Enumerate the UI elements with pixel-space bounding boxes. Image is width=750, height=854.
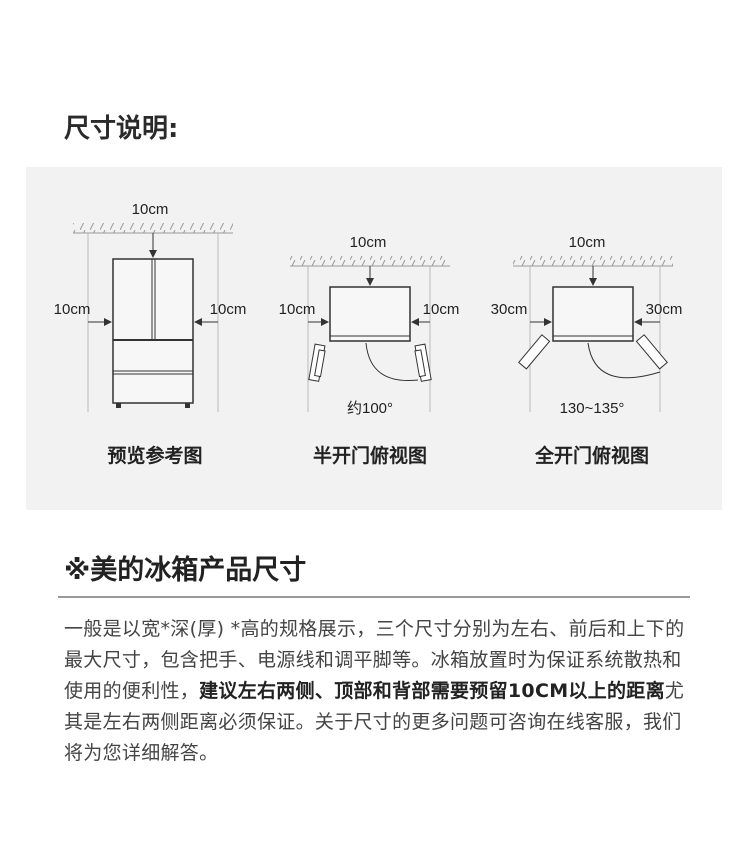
divider: [58, 596, 690, 598]
diagrams-svg: 10cm 10cm 10cm 预览参考图 10cm 10cm 10cm 约100…: [54, 201, 683, 467]
half-open-top-view-diagram: 10cm 10cm 10cm 约100° 半开门俯视图: [279, 234, 460, 467]
door-angle-label: 约100°: [347, 400, 393, 417]
left-clearance-label: 30cm: [491, 301, 528, 318]
diagram-caption: 预览参考图: [107, 444, 202, 467]
diagram-caption: 全开门俯视图: [534, 444, 649, 467]
top-clearance-label: 10cm: [350, 234, 387, 251]
top-clearance-label: 10cm: [132, 201, 169, 218]
page-title: 尺寸说明:: [64, 114, 179, 144]
right-clearance-label: 10cm: [210, 301, 247, 318]
door-angle-label: 130~135°: [560, 400, 625, 417]
left-clearance-label: 10cm: [54, 301, 91, 318]
front-view-diagram: 10cm 10cm 10cm 预览参考图: [54, 201, 247, 467]
fridge-front-icon: [112, 258, 194, 408]
left-clearance-label: 10cm: [279, 301, 316, 318]
description-paragraph: 一般是以宽*深(厚) *高的规格展示，三个尺寸分别为左右、前后和上下的最大尺寸，…: [64, 614, 694, 769]
right-clearance-label: 30cm: [646, 301, 683, 318]
full-open-top-view-diagram: 10cm 30cm 30cm 130~135° 全开门俯视图: [491, 234, 683, 467]
paragraph-emphasis: 建议左右两侧、顶部和背部需要预留10CM以上的距离: [199, 680, 665, 702]
diagram-caption: 半开门俯视图: [313, 444, 427, 467]
right-clearance-label: 10cm: [423, 301, 460, 318]
paragraph-text: 尤其是左右两侧距离必须保证。关于尺寸的更多问题可咨询在线客服，我们将为您详细解答…: [64, 680, 685, 764]
section-title: ※美的冰箱产品尺寸: [64, 555, 307, 586]
paragraph-text: 一般是以宽*深(厚) *高的规格展示，三个尺寸分别为左右、前后和上下的最大尺寸，…: [64, 618, 685, 702]
top-clearance-label: 10cm: [569, 234, 606, 251]
dimension-diagrams-panel: 10cm 10cm 10cm 预览参考图 10cm 10cm 10cm 约100…: [26, 167, 722, 510]
